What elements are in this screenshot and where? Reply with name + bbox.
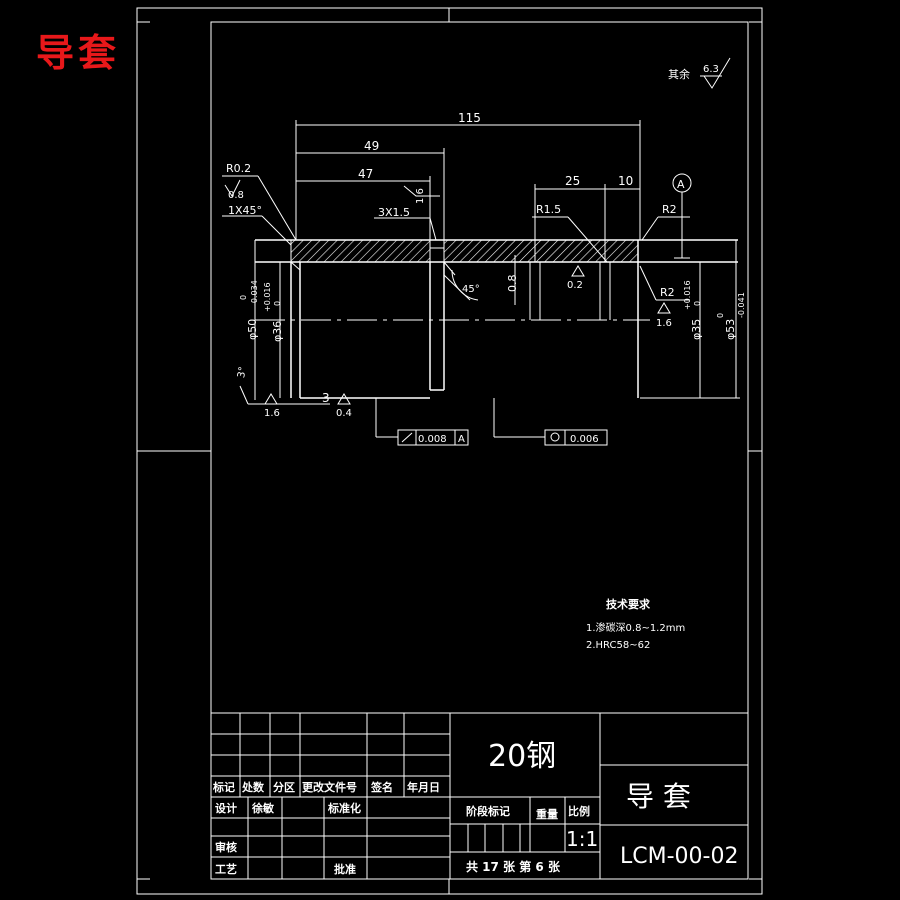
label-pizhun: 批准 [334,862,356,876]
rough-16-top: 1.6 [415,188,426,204]
title-block: 20钢 导 套 LCM-00-02 标记 处数 分区 更改文件号 签名 年月日 … [210,712,749,880]
part-name-label: 导 套 [626,780,691,813]
dim-47: 47 [358,167,373,181]
fcf1-datum: A [458,434,465,445]
drawing-number: LCM-00-02 [620,844,738,869]
dim-08-vert: 0.8 [506,275,519,293]
dia36-tol: +0.016 [263,282,272,312]
dia50-tol: -0.034 [250,280,259,306]
sheet-count: 共 17 张 第 6 张 [466,859,561,874]
angle-45: 45° [462,284,480,295]
radius-r2-top: R2 [662,203,677,216]
header-gengai: 更改文件号 [302,780,357,794]
scale-value: 1:1 [566,827,598,851]
label-jieduan: 阶段标记 [466,804,510,818]
dia50: φ50 [246,319,259,340]
chamfer-1x45: 1X45° [228,204,262,217]
dim-10: 10 [618,174,633,188]
fcf1-value: 0.008 [418,434,447,445]
tech-req-line1: 1.渗碳深0.8~1.2mm [586,621,685,634]
designer-name: 徐敏 [251,801,275,815]
radius-r15: R1.5 [536,203,561,216]
tech-requirements: 技术要求 1.渗碳深0.8~1.2mm 2.HRC58~62 [586,597,685,651]
rough-02: 0.2 [567,280,583,291]
rough-08: 0.8 [228,190,244,201]
label-biaozhunhua: 标准化 [327,801,361,815]
dia35-tol-lower: 0 [693,301,702,306]
rough-16-left: 1.6 [264,408,280,419]
datum-a-label: A [677,178,685,191]
label-shenhe: 审核 [215,840,237,854]
radius-r2-bottom: R2 [660,286,675,299]
dia35-tol: +0.016 [683,280,692,310]
roughness-note: 其余 [668,67,690,81]
dia53-tol: -0.041 [737,292,746,318]
page-title: 导套 [36,31,121,75]
header-nianyueri: 年月日 [407,780,440,794]
angle-3: 3° [236,366,249,379]
label-bili: 比例 [568,804,590,818]
tech-req-title: 技术要求 [606,597,651,611]
header-biaoji: 标记 [212,780,235,794]
material-label: 20钢 [488,739,556,774]
rough-16-right: 1.6 [656,318,672,329]
dim-3: 3 [322,391,330,405]
dia53: φ53 [724,319,737,340]
header-qianming: 签名 [370,780,393,794]
label-gongyi: 工艺 [215,862,237,876]
dia35: φ35 [690,319,703,340]
tech-req-line2: 2.HRC58~62 [586,640,650,651]
groove-3x15: 3X1.5 [378,206,410,219]
dia36-tol-lower: 0 [273,301,282,306]
rough-04: 0.4 [336,408,352,419]
header-chushu: 处数 [241,780,265,794]
header-fenqu: 分区 [273,780,295,794]
dim-25: 25 [565,174,580,188]
dim-115: 115 [458,111,481,125]
label-zhongliang: 重量 [536,807,558,821]
roughness-general: 其余 6.3 [668,57,731,89]
dia53-tol-upper: 0 [716,313,725,318]
dia50-tol-upper: 0 [239,295,248,300]
label-sheji: 设计 [215,801,237,815]
dim-49: 49 [364,139,379,153]
dia36: φ36 [271,321,284,342]
fcf2-value: 0.006 [570,434,599,445]
dimensions: 115 49 47 25 10 R0.2 0.8 1X45° 3X1.5 1.6… [222,111,746,446]
radius-r02: R0.2 [226,162,251,175]
roughness-value: 6.3 [703,64,719,75]
